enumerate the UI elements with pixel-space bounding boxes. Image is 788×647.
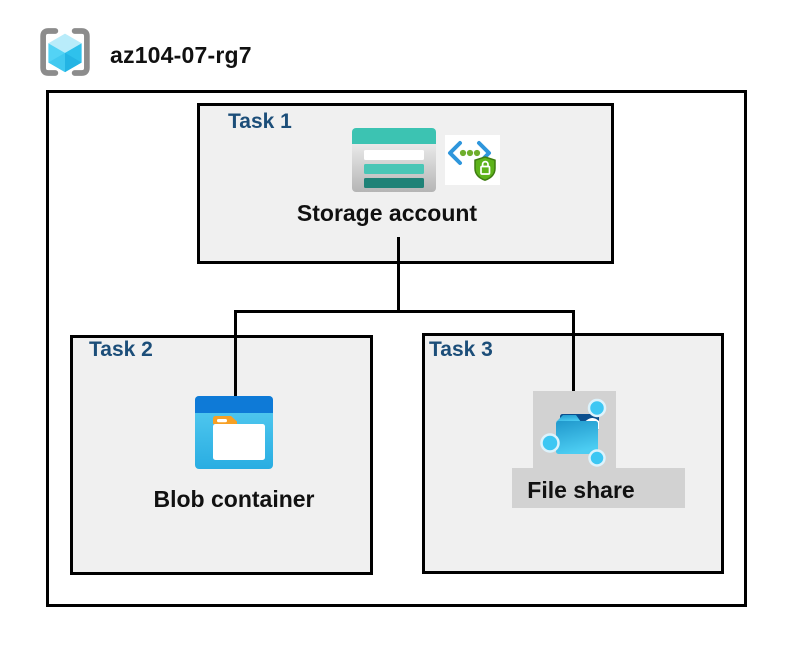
task2-label: Task 2 (89, 338, 153, 361)
resource-group-icon (40, 28, 90, 76)
connector-drop-right (572, 310, 575, 392)
connector-drop-left (234, 310, 237, 397)
file-share-label: File share (527, 477, 635, 503)
task3-label: Task 3 (429, 338, 493, 361)
file-share-icon (540, 398, 607, 467)
connector-stem (397, 237, 400, 313)
secure-access-icon (445, 135, 500, 185)
blob-container-icon (195, 396, 273, 469)
task1-label: Task 1 (228, 110, 292, 133)
storage-account-label: Storage account (296, 200, 478, 226)
connector-branch (234, 310, 575, 313)
blob-container-label: Blob container (153, 486, 315, 512)
resource-group-title: az104-07-rg7 (110, 42, 252, 68)
storage-account-icon (352, 128, 436, 192)
file-share-label-panel (512, 468, 685, 508)
